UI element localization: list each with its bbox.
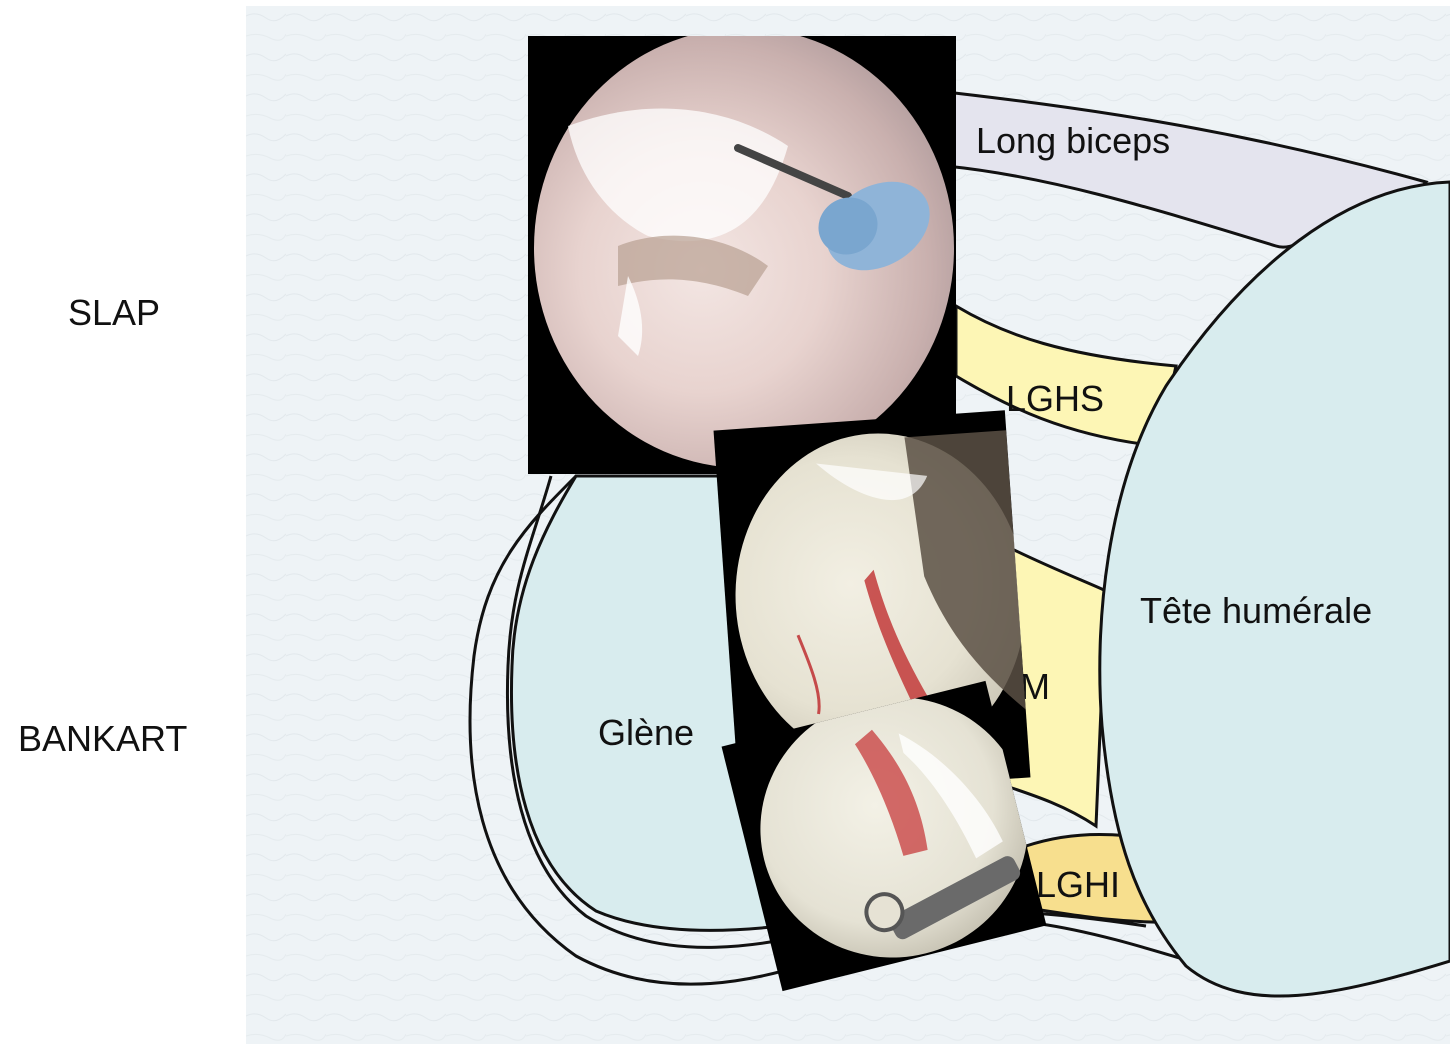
slap-photo-details bbox=[528, 36, 956, 474]
glenoid-label: Glène bbox=[598, 712, 694, 754]
long-biceps-label: Long biceps bbox=[976, 120, 1170, 162]
slap-label: SLAP bbox=[68, 292, 160, 334]
bankart-label: BANKART bbox=[18, 718, 187, 760]
humeral-head-label: Tête humérale bbox=[1140, 590, 1372, 632]
lghi-label: LGHI bbox=[1036, 864, 1120, 906]
slap-arthroscopy-photo bbox=[528, 36, 956, 474]
instrument bbox=[887, 853, 1023, 942]
lghs-label: LGHS bbox=[1006, 378, 1104, 420]
